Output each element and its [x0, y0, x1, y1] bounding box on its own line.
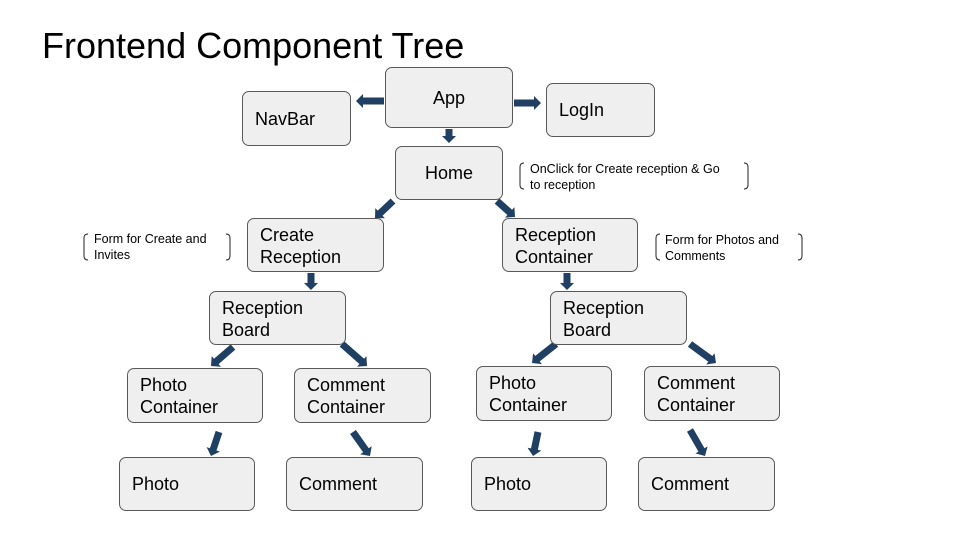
- bracket-note-create-reception: [83, 233, 231, 261]
- arrow-photo-container-left-photo: [206, 430, 223, 456]
- arrow-create-reception-board: [304, 273, 318, 290]
- node-photo-container-left: Photo Container: [127, 368, 263, 423]
- arrow-comment-container-left-comment: [350, 430, 372, 456]
- slide-title: Frontend Component Tree: [42, 25, 465, 66]
- note-create-reception: Form for Create and Invites: [94, 232, 207, 262]
- node-app: App: [385, 67, 513, 128]
- arrow-photo-container-right-photo: [527, 431, 542, 456]
- node-comment-container-right: Comment Container: [644, 366, 780, 421]
- note-reception-container: Form for Photos and Comments: [665, 233, 779, 263]
- arrow-home-create-reception: [375, 198, 396, 219]
- arrow-board-left-comment-container: [339, 341, 367, 367]
- node-comment-container-left: Comment Container: [294, 368, 431, 423]
- node-reception-board-left: Reception Board: [209, 291, 346, 345]
- arrow-home-reception-container: [494, 198, 515, 218]
- note-home: OnClick for Create reception & Go to rec…: [530, 162, 720, 192]
- arrow-reception-container-board: [560, 273, 574, 290]
- node-photo-left: Photo: [119, 457, 255, 511]
- arrow-comment-container-right-comment: [687, 428, 708, 456]
- node-photo-container-right: Photo Container: [476, 366, 612, 421]
- node-reception-board-right: Reception Board: [550, 291, 687, 345]
- node-login: LogIn: [546, 83, 655, 137]
- arrow-app-login: [514, 96, 541, 110]
- node-comment-left: Comment: [286, 457, 423, 511]
- node-navbar: NavBar: [242, 91, 351, 146]
- node-comment-right: Comment: [638, 457, 775, 511]
- arrow-board-right-photo-container: [532, 341, 559, 365]
- node-home: Home: [395, 146, 503, 200]
- node-reception-container: Reception Container: [502, 218, 638, 272]
- arrow-app-home: [442, 129, 456, 143]
- node-create-reception: Create Reception: [247, 218, 384, 272]
- arrow-app-navbar: [356, 94, 384, 108]
- bracket-note-reception-container: [655, 233, 803, 261]
- bracket-note-home: [519, 162, 749, 190]
- node-photo-right: Photo: [471, 457, 607, 511]
- arrow-board-left-photo-container: [211, 344, 236, 367]
- arrow-board-right-comment-container: [687, 341, 716, 365]
